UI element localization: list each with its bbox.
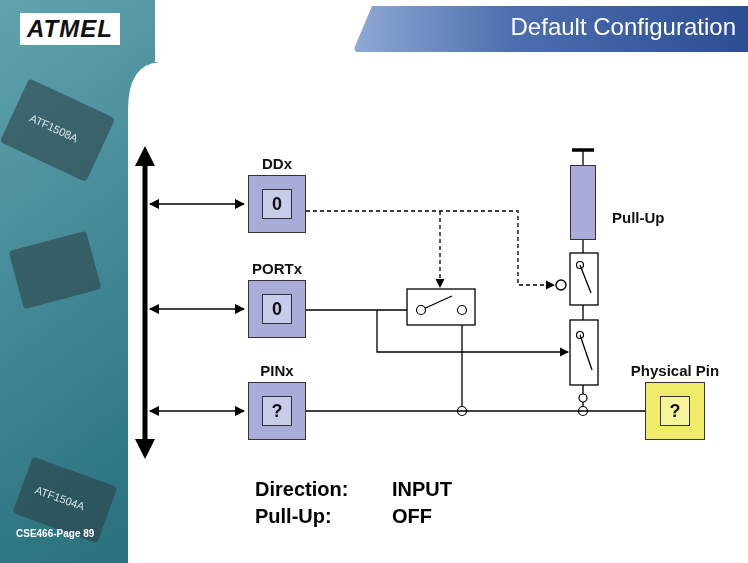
bit-value: 0 bbox=[272, 194, 282, 214]
value-box: 0 bbox=[248, 280, 306, 338]
chip-pictures bbox=[0, 78, 118, 543]
chip-watermark: ATF1508A bbox=[28, 112, 80, 145]
physical-pin: Physical Pin? bbox=[631, 362, 719, 440]
bit-value: 0 bbox=[272, 299, 282, 319]
status-value: INPUT bbox=[392, 478, 452, 501]
register-name: DDx bbox=[262, 155, 292, 173]
pull-up-switch bbox=[556, 253, 598, 305]
slide-title: Default Configuration bbox=[360, 13, 736, 41]
output-switch bbox=[407, 289, 475, 325]
resistor-label: Pull-Up bbox=[612, 209, 665, 226]
title-bar bbox=[354, 6, 748, 52]
value-cell: ? bbox=[262, 396, 292, 426]
bit-value: ? bbox=[670, 401, 681, 421]
register-name: Physical Pin bbox=[631, 362, 719, 380]
register-box: PINx? bbox=[248, 362, 306, 440]
register-name: PINx bbox=[260, 362, 293, 380]
content-area bbox=[128, 0, 748, 563]
chip-watermark: ATF1504A bbox=[34, 484, 87, 513]
port-switch bbox=[570, 320, 598, 385]
signal-wire bbox=[306, 410, 645, 411]
supply-bar bbox=[572, 148, 594, 152]
bit-value: ? bbox=[272, 401, 283, 421]
register-name: PORTx bbox=[252, 260, 302, 278]
value-box: 0 bbox=[248, 175, 306, 233]
value-cell: ? bbox=[660, 396, 690, 426]
resistor-symbol bbox=[570, 165, 596, 240]
data-bus bbox=[135, 146, 244, 459]
register-box: PORTx 0 bbox=[248, 260, 306, 338]
status-key: Direction: bbox=[255, 478, 348, 501]
register-box: DDx 0 bbox=[248, 155, 306, 233]
status-key: Pull-Up: bbox=[255, 505, 332, 528]
page-number: CSE466-Page 89 bbox=[16, 528, 94, 539]
value-box: ? bbox=[248, 382, 306, 440]
junction-dots bbox=[458, 394, 588, 416]
value-cell: 0 bbox=[262, 189, 292, 219]
value-cell: 0 bbox=[262, 294, 292, 324]
control-wires bbox=[306, 150, 583, 411]
value-box: ? bbox=[645, 382, 705, 440]
company-logo: ATMEL bbox=[20, 13, 120, 45]
pull-up-resistor: Pull-Up bbox=[570, 165, 596, 240]
status-value: OFF bbox=[392, 505, 432, 528]
